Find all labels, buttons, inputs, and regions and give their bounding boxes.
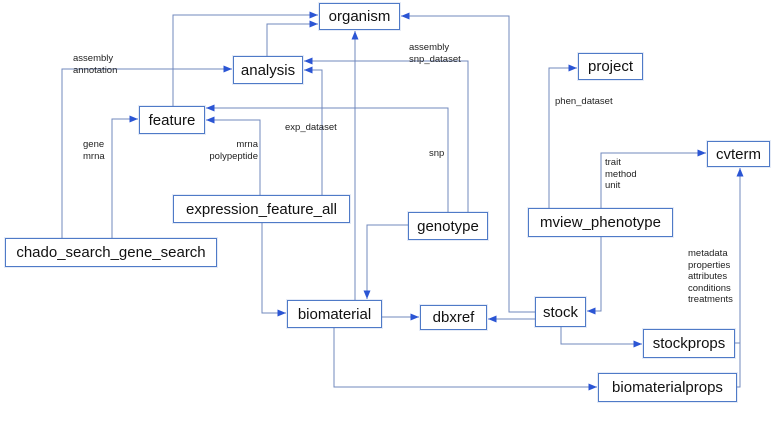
edge-mview-stock bbox=[587, 237, 602, 315]
edge-mview-project bbox=[548, 64, 577, 208]
edge-props-cvterm bbox=[736, 168, 744, 388]
node-feature: feature bbox=[139, 106, 205, 134]
node-stock: stock bbox=[535, 297, 586, 327]
node-expression-feature-all: expression_feature_all bbox=[173, 195, 350, 223]
node-analysis: analysis bbox=[233, 56, 303, 84]
edge-genotype-biomaterial bbox=[363, 224, 408, 299]
edge-label-trait-method-unit: trait method unit bbox=[605, 157, 637, 191]
edge-chado-analysis bbox=[61, 65, 232, 238]
edge-label-props-list: metadata properties attributes condition… bbox=[688, 248, 733, 305]
edge-feature-organism bbox=[172, 11, 318, 106]
edge-stock-stockprops bbox=[560, 327, 642, 348]
edge-chado-feature bbox=[111, 115, 138, 238]
node-biomaterial: biomaterial bbox=[287, 300, 382, 328]
edge-label-phen-dataset: phen_dataset bbox=[555, 96, 613, 107]
edge-label-mrna-polypeptide: mrna polypeptide bbox=[209, 139, 258, 162]
edge-label-gene-mrna: gene mrna bbox=[83, 139, 105, 162]
edge-stock-organism bbox=[401, 12, 535, 313]
edge-mview-cvterm bbox=[600, 149, 706, 208]
edge-label-assembly-annotation: assembly annotation bbox=[73, 53, 118, 76]
edge-expression-analysis bbox=[304, 66, 323, 195]
node-dbxref: dbxref bbox=[420, 305, 487, 330]
edge-label-snp: snp bbox=[429, 148, 445, 159]
node-organism: organism bbox=[319, 3, 400, 30]
edge-biomaterial-biomaterialprops bbox=[333, 328, 597, 391]
edge-genotype-feature bbox=[206, 104, 449, 212]
edge-expression-biomaterial bbox=[261, 223, 286, 317]
edge-label-assembly-snp-dataset: assembly snp_dataset bbox=[409, 42, 461, 65]
edge-analysis-organism bbox=[266, 20, 318, 56]
node-biomaterialprops: biomaterialprops bbox=[598, 373, 737, 402]
edge-label-exp-dataset: exp_dataset bbox=[285, 122, 337, 133]
edge-expression-feature bbox=[206, 116, 261, 195]
node-chado-search-gene-search: chado_search_gene_search bbox=[5, 238, 217, 267]
node-cvterm: cvterm bbox=[707, 141, 770, 167]
node-stockprops: stockprops bbox=[643, 329, 735, 358]
edge-genotype-analysis bbox=[304, 57, 469, 212]
node-genotype: genotype bbox=[408, 212, 488, 240]
node-project: project bbox=[578, 53, 643, 80]
node-mview-phenotype: mview_phenotype bbox=[528, 208, 673, 237]
